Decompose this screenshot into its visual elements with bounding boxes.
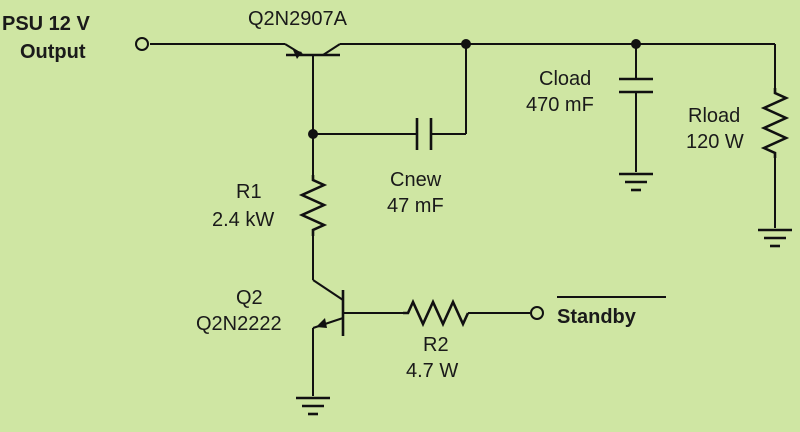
- junction-dot: [631, 39, 641, 49]
- rload-value: 120 W: [686, 131, 744, 153]
- q1-label: Q2N2907A: [248, 8, 348, 30]
- cnew-name: Cnew: [390, 169, 442, 191]
- junction-dot: [461, 39, 471, 49]
- q2-name: Q2: [236, 287, 263, 309]
- resistor-rload: [760, 88, 790, 158]
- q2-part: Q2N2222: [196, 313, 282, 335]
- r2-value: 4.7 W: [406, 360, 458, 382]
- cload-value: 470 mF: [526, 94, 594, 116]
- resistor-r1: [298, 175, 328, 236]
- transistor-q2-npn: [312, 279, 345, 336]
- transistor-q1-pnp: [284, 43, 341, 72]
- cload-name: Cload: [539, 68, 591, 90]
- r1-value: 2.4 kW: [212, 209, 274, 231]
- wires: [150, 43, 776, 396]
- cnew-value: 47 mF: [387, 195, 444, 217]
- ground-symbol-q2: [296, 396, 330, 416]
- standby-label: Standby: [557, 306, 637, 328]
- ground-symbol-cload: [619, 172, 653, 192]
- junction-dot: [308, 129, 318, 139]
- r1-name: R1: [236, 181, 262, 203]
- input-terminal: [135, 37, 149, 51]
- resistor-r2: [403, 298, 470, 328]
- input-label-line1: PSU 12 V: [2, 13, 90, 35]
- capacitor-cload: [619, 77, 653, 94]
- standby-terminal: [530, 306, 544, 320]
- capacitor-cnew: [415, 118, 433, 150]
- rload-name: Rload: [688, 105, 740, 127]
- r2-name: R2: [423, 334, 449, 356]
- ground-symbol-rload: [758, 228, 792, 248]
- input-label-line2: Output: [20, 41, 86, 63]
